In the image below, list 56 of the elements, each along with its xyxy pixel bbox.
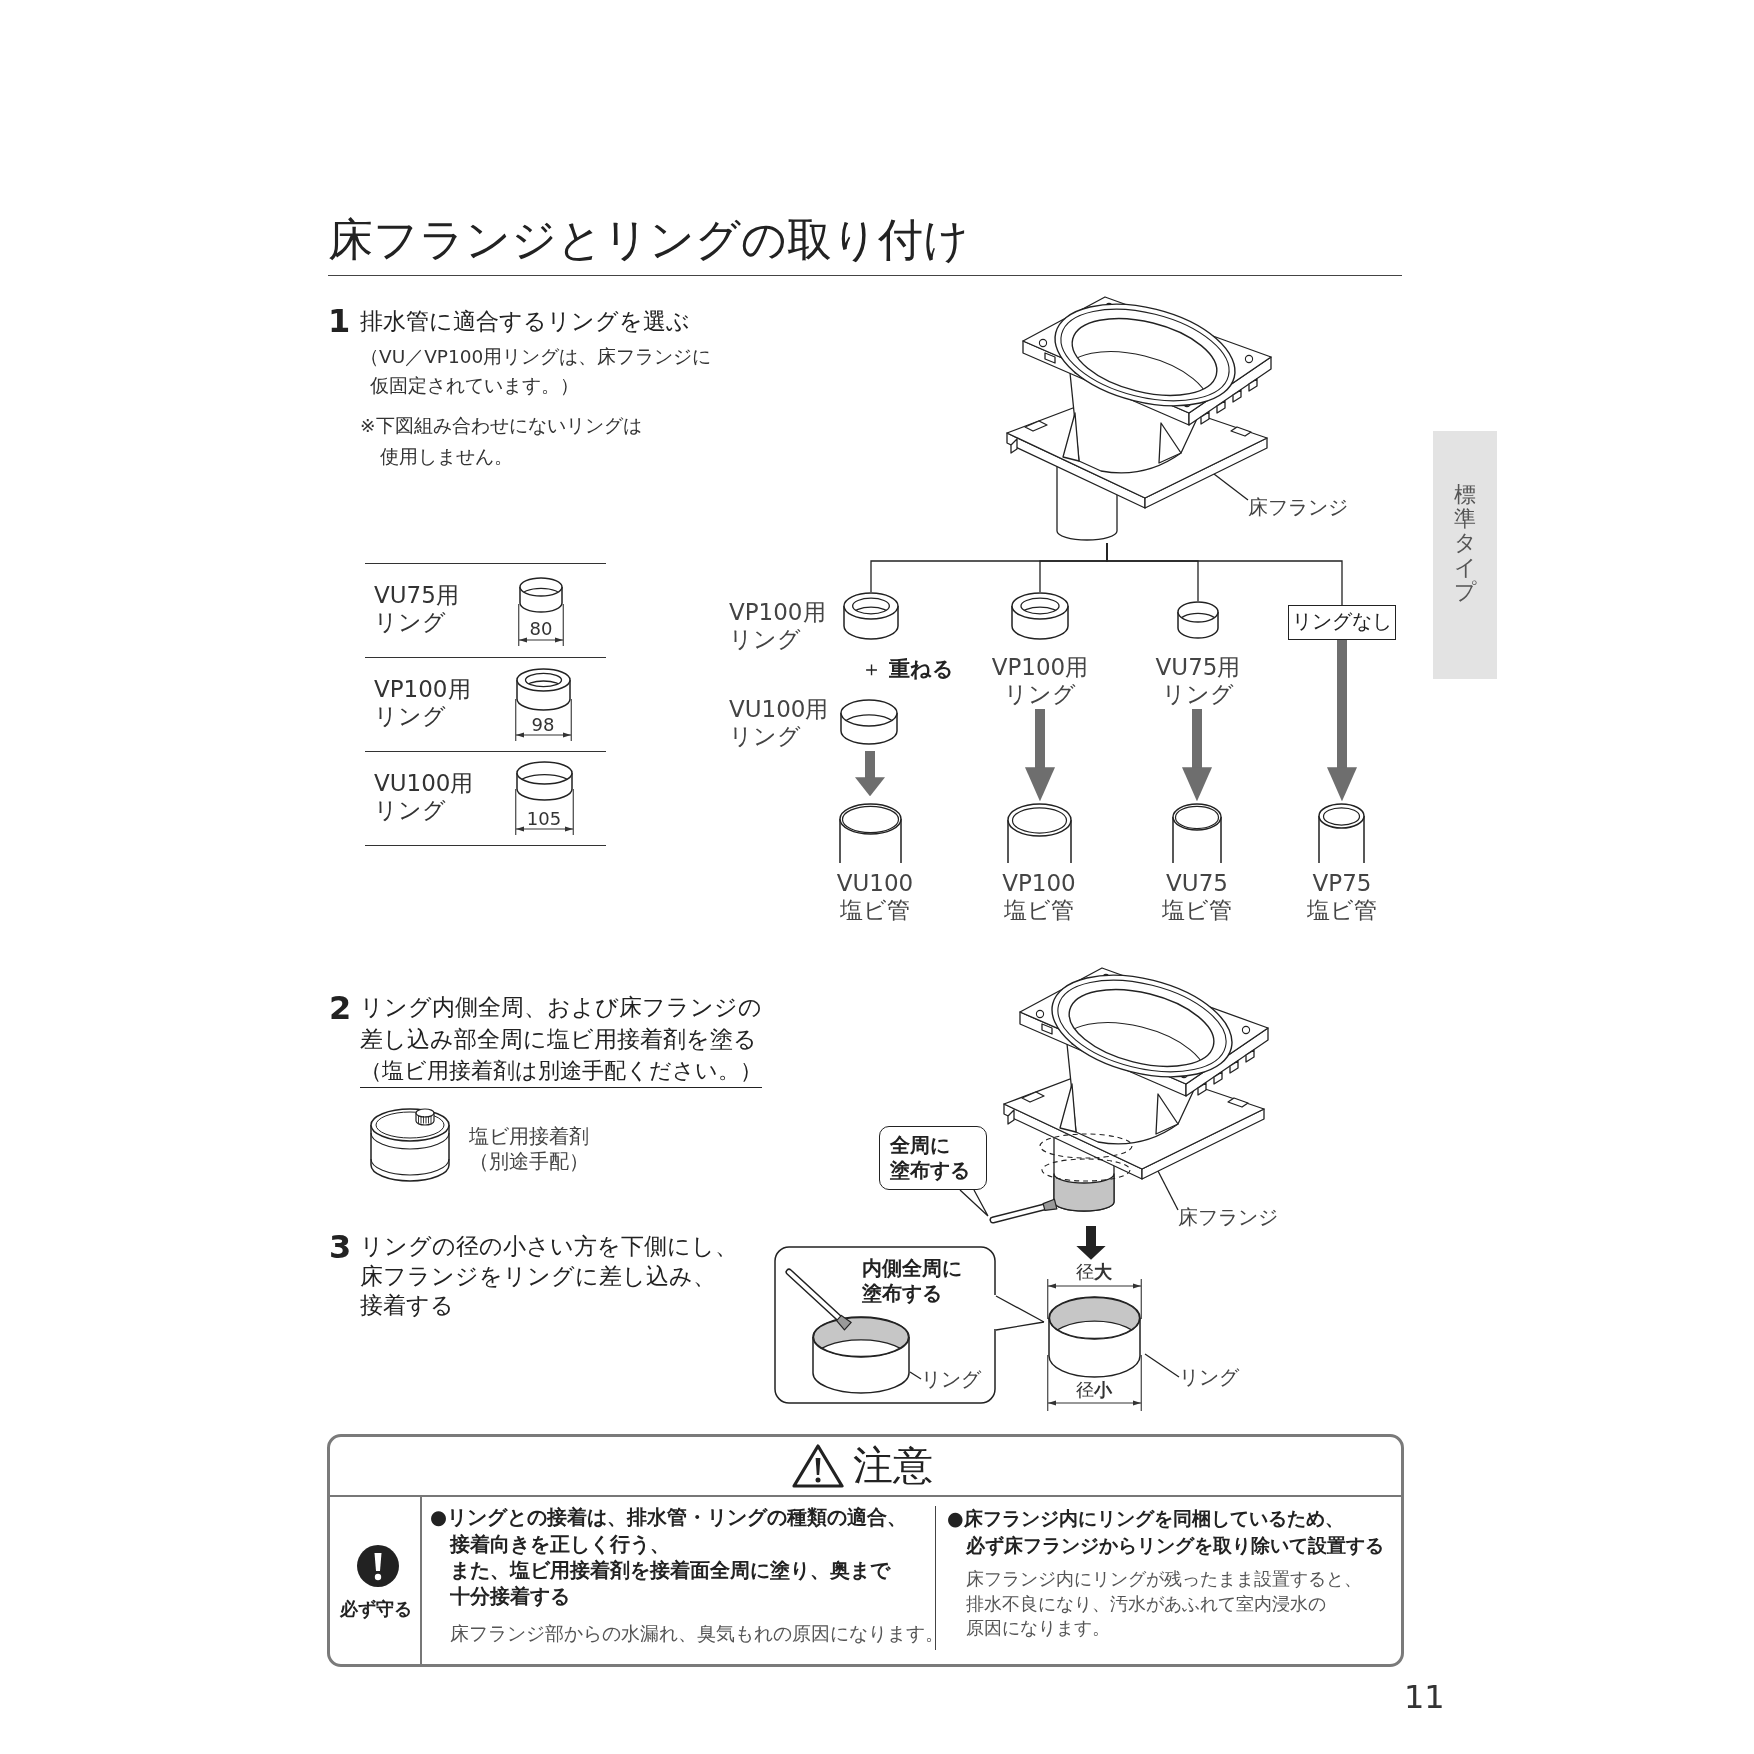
ring-label: VP100用リング bbox=[991, 654, 1089, 708]
item-label: 塩ビ用接着剤（別途手配） bbox=[469, 1123, 589, 1174]
leader-line bbox=[1144, 1353, 1180, 1378]
part-label: リング bbox=[1179, 1364, 1239, 1390]
pipe-label: VU100塩ビ管 bbox=[836, 870, 914, 924]
dimension-value: 98 bbox=[531, 715, 555, 735]
step-number: 2 bbox=[329, 989, 352, 1027]
leader-line bbox=[1157, 1170, 1179, 1211]
arrow bbox=[1182, 709, 1212, 802]
note-text: ※下図組み合わせにないリングは使用しません。 bbox=[360, 413, 642, 469]
caution-label: 必ず守る bbox=[340, 1598, 412, 1620]
note-text: （塩ビ用接着剤は別途手配ください。） bbox=[360, 1057, 762, 1088]
part-label: リング bbox=[921, 1366, 981, 1392]
stack-note: ＋ 重ねる bbox=[861, 656, 954, 682]
step-text: リングの径の小さい方を下側にし、床フランジをリングに差し込み、接着する bbox=[360, 1232, 738, 1320]
dimension-value: 80 bbox=[529, 618, 553, 640]
step-number: 3 bbox=[329, 1228, 352, 1266]
part-label: 床フランジ bbox=[1248, 494, 1348, 520]
step-text: リング内側全周、および床フランジの差し込み部全周に塩ビ用接着剤を塗る bbox=[360, 993, 762, 1054]
ring-label: VU75用リング bbox=[1155, 654, 1241, 708]
leader-line bbox=[909, 1371, 922, 1380]
page-title: 床フランジとリングの取り付け bbox=[328, 213, 969, 267]
callout-pointer bbox=[959, 1189, 989, 1217]
caution-text: ●床フランジ内にリングを同梱しているため、必ず床フランジからリングを取り除いて設置する bbox=[947, 1506, 1384, 1558]
ring-label: VU100用リング bbox=[729, 696, 829, 750]
arrow bbox=[1025, 709, 1055, 802]
speech-bubble: 全周に塗布する bbox=[879, 1126, 987, 1190]
section-tab: 標準タイプ bbox=[1433, 431, 1497, 679]
ring-label: VP100用リング bbox=[729, 599, 826, 653]
arrow bbox=[855, 751, 885, 797]
caution-note: 床フランジ部からの水漏れ、臭気もれの原因になります。 bbox=[450, 1622, 944, 1646]
dimension-label: 径小 bbox=[1076, 1379, 1112, 1401]
ring-type-label: VU75用リング bbox=[374, 581, 459, 636]
caution-panel bbox=[327, 1434, 1404, 1667]
arrow bbox=[1327, 640, 1357, 802]
caution-text: また、塩ビ用接着剤を接着面全周に塗り、奥まで十分接着する bbox=[450, 1558, 890, 1610]
dimension-value: 105 bbox=[526, 809, 562, 829]
pipe-label: VU75塩ビ管 bbox=[1162, 870, 1232, 924]
step-number: 1 bbox=[328, 302, 351, 340]
page-number: 11 bbox=[1404, 1677, 1445, 1717]
step-heading: 排水管に適合するリングを選ぶ bbox=[360, 307, 690, 336]
dimension-label: 径大 bbox=[1076, 1261, 1112, 1283]
part-label: 床フランジ bbox=[1178, 1204, 1278, 1230]
callout-pointer bbox=[995, 1295, 1045, 1331]
ring-type-label: VU100用リング bbox=[374, 769, 474, 824]
pipe-label: VP75塩ビ管 bbox=[1307, 870, 1377, 924]
caution-text: ●リングとの接着は、排水管・リングの種類の適合、接着向きを正しく行う、 bbox=[430, 1505, 907, 1558]
note-text: （VU／VP100用リングは、床フランジに仮固定されています。） bbox=[360, 344, 712, 398]
connector-line bbox=[1106, 542, 1343, 606]
callout-text: 内側全周に塗布する bbox=[862, 1256, 962, 1306]
caution-note: 床フランジ内にリングが残ったまま設置すると、排水不良になり、汚水があふれて室内浸水の原因になります。 bbox=[966, 1567, 1362, 1640]
caution-heading: 注意 bbox=[853, 1441, 933, 1490]
ring-type-label: VP100用リング bbox=[374, 675, 471, 730]
pipe-label: VP100塩ビ管 bbox=[1002, 870, 1076, 924]
arrow bbox=[1076, 1226, 1106, 1260]
note-box: リングなし bbox=[1288, 605, 1396, 640]
